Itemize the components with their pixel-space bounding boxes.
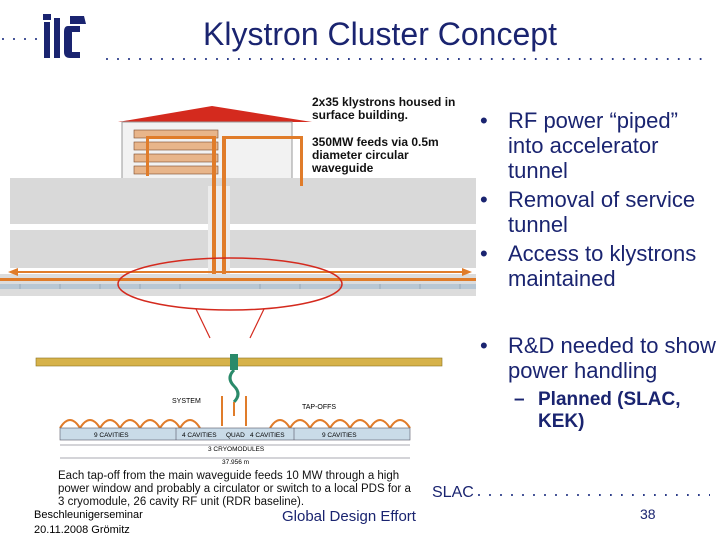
bullet-marker: • (480, 187, 488, 212)
caption-line1: Each tap-off from the main waveguide fee… (58, 470, 400, 482)
page-number: 38 (640, 506, 656, 522)
sub-bullet-marker: – (514, 389, 525, 410)
label-9cav-right: 9 CAVITIES (322, 432, 357, 439)
label-length: 37.956 m (222, 459, 250, 466)
bullet-item: • Removal of service tunnel (476, 187, 716, 237)
footer-event-info: Beschleunigerseminar 20.11.2008 Grömitz (34, 508, 143, 538)
caption-line3: 3 cryomodule, 26 cavity RF unit (RDR bas… (58, 496, 305, 508)
middle-tunnel-band (10, 230, 476, 268)
klystron-rows (133, 129, 219, 175)
label-4cav-left: 4 CAVITIES (182, 432, 217, 439)
footer-center-text: Global Design Effort (282, 508, 416, 525)
sub-bullet-item: – Planned (SLAC, KEK) (476, 389, 716, 433)
label-feeds-line1: 350MW feeds via 0.5m (312, 135, 439, 149)
bullet-marker: • (480, 333, 488, 358)
footer-date-place: 20.11.2008 Grömitz (34, 524, 130, 536)
label-quad: QUAD (226, 432, 245, 439)
label-feeds-line3: waveguide (312, 161, 374, 175)
label-system: SYSTEM (172, 398, 201, 405)
sub-bullet-text: Planned (SLAC, KEK) (538, 389, 681, 432)
label-klystrons-line2: surface building. (312, 108, 409, 122)
slide-title: Klystron Cluster Concept (203, 16, 557, 52)
ilc-logo: ilc (40, 14, 100, 64)
caption-line2: power window and probably a circulator o… (58, 483, 411, 495)
upper-tunnel-band (10, 178, 476, 224)
klystron-cluster-diagram: 2x35 klystrons housed in surface buildin… (0, 96, 476, 508)
dots-title-underline: ········································… (104, 48, 704, 68)
label-klystrons-line1: 2x35 klystrons housed in (312, 95, 456, 109)
dots-bottom-right: ······························ (476, 484, 710, 504)
label-feeds: 350MW feeds via 0.5m diameter circular w… (312, 136, 439, 175)
bullet-text: Access to klystrons maintained (508, 241, 697, 291)
bullet-text: R&D needed to show power handling (508, 333, 716, 383)
tap-stem (230, 354, 238, 370)
bullet-marker: • (480, 108, 488, 133)
bullet-marker: • (480, 241, 488, 266)
label-9cav-left: 9 CAVITIES (94, 432, 129, 439)
bullet-item: • Access to klystrons maintained (476, 241, 716, 291)
building-roof (118, 106, 312, 122)
label-tapoff: TAP-OFFS (302, 404, 337, 411)
label-feeds-line2: diameter circular (312, 148, 409, 162)
main-waveguide (35, 357, 443, 367)
footer-event: Beschleunigerseminar (34, 509, 143, 521)
label-cryomodules: 3 CRYOMODULES (208, 446, 265, 453)
bullet-text: RF power “piped” into accelerator tunnel (508, 108, 678, 183)
label-4cav-right: 4 CAVITIES (250, 432, 285, 439)
cavity-strip (59, 427, 411, 441)
diagram-caption: Each tap-off from the main waveguide fee… (58, 470, 478, 509)
label-klystrons: 2x35 klystrons housed in surface buildin… (312, 96, 455, 122)
bullet-item: • RF power “piped” into accelerator tunn… (476, 108, 716, 183)
bullet-text: Removal of service tunnel (508, 187, 696, 237)
highlight-ellipse (117, 257, 343, 311)
bullet-list: • RF power “piped” into accelerator tunn… (476, 108, 716, 433)
dots-left-top: ····· (0, 28, 40, 48)
footer-org: SLAC (432, 484, 474, 501)
bullet-item: • R&D needed to show power handling (476, 333, 716, 383)
local-pds (59, 396, 411, 430)
